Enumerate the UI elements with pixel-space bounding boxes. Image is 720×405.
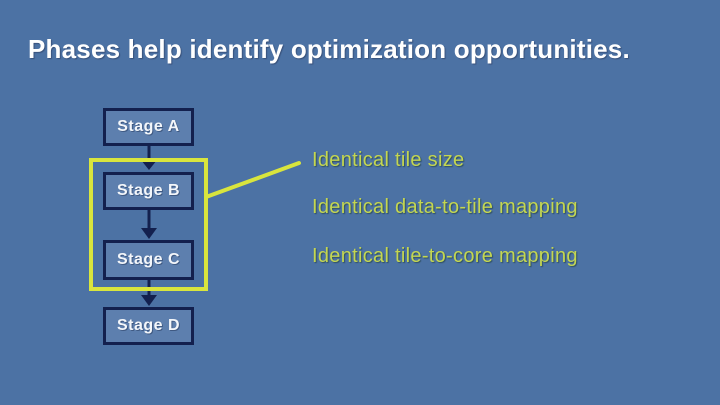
stage-box-c: Stage C — [103, 240, 194, 280]
callout-line — [204, 161, 301, 199]
arrow-a-to-b-icon — [141, 144, 157, 170]
stage-box-a: Stage A — [103, 108, 194, 146]
stage-d-label: Stage D — [116, 317, 181, 334]
callout-item-tile-to-core: Identical tile-to-core mapping — [312, 245, 578, 267]
stage-box-b: Stage B — [103, 172, 194, 210]
callout-item-data-to-tile: Identical data-to-tile mapping — [312, 196, 578, 218]
stage-c-label: Stage C — [116, 251, 181, 268]
arrow-b-to-c-icon — [141, 209, 157, 239]
slide-title: Phases help identify optimization opport… — [28, 34, 630, 64]
stage-b-label: Stage B — [116, 182, 181, 199]
stage-box-d: Stage D — [103, 307, 194, 345]
callout-item-tile-size: Identical tile size — [312, 149, 465, 171]
stage-a-label: Stage A — [117, 118, 180, 135]
arrow-c-to-d-icon — [141, 279, 157, 306]
